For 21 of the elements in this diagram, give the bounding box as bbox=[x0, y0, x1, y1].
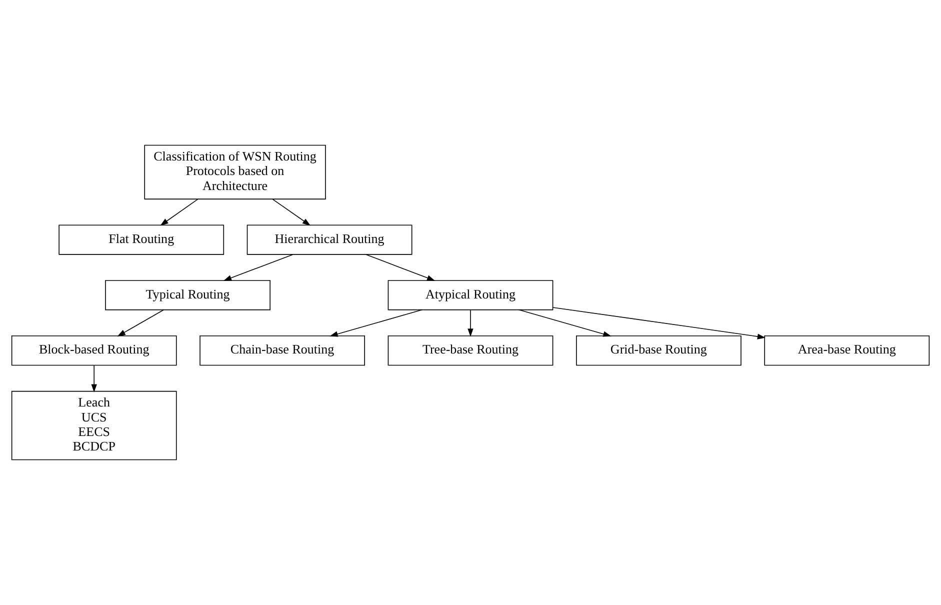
arrow bbox=[468, 310, 474, 337]
node-box: Typical Routing bbox=[105, 280, 270, 310]
arrow bbox=[223, 254, 294, 281]
node-box: Block-based Routing bbox=[11, 336, 177, 366]
node-box: Leach UCS EECS BCDCP bbox=[11, 390, 177, 460]
arrow bbox=[272, 198, 311, 226]
node-box: Area-base Routing bbox=[764, 336, 930, 366]
arrow bbox=[366, 254, 436, 281]
node-box: Atypical Routing bbox=[388, 280, 554, 310]
node-box: Hierarchical Routing bbox=[246, 224, 412, 255]
arrow bbox=[160, 198, 198, 226]
arrow bbox=[330, 310, 422, 337]
node-box: Classification of WSN Routing Protocols based on Architecture bbox=[144, 144, 326, 200]
node-box: Tree-base Routing bbox=[388, 336, 554, 366]
node-box: Flat Routing bbox=[58, 224, 224, 255]
arrow bbox=[91, 365, 97, 392]
arrow bbox=[117, 310, 164, 336]
node-box: Grid-base Routing bbox=[576, 336, 742, 366]
node-box: Chain-base Routing bbox=[200, 336, 365, 366]
arrow bbox=[552, 307, 766, 340]
arrow bbox=[518, 310, 612, 337]
